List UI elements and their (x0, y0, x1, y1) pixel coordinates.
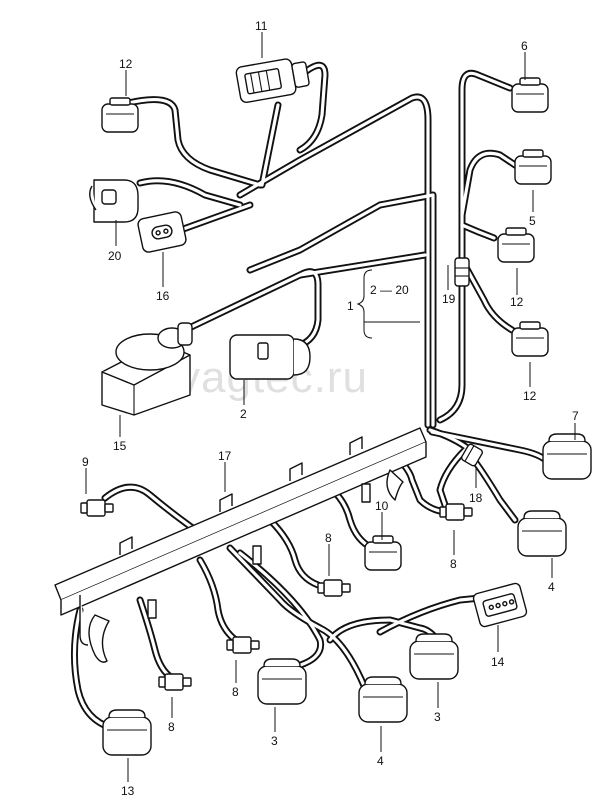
connector-16[interactable] (137, 211, 187, 253)
connector-2[interactable] (229, 334, 311, 380)
connector-7[interactable] (542, 433, 592, 480)
callout-5: 5 (529, 214, 536, 228)
callout-12-top: 12 (119, 57, 133, 71)
callout-4-bottom: 4 (377, 754, 384, 768)
connector-3-left[interactable] (257, 658, 307, 705)
connector-20[interactable] (89, 179, 139, 223)
grommet-18[interactable] (460, 443, 484, 467)
callout-3-left: 3 (271, 734, 278, 748)
connector-8-mid[interactable] (317, 579, 351, 597)
callout-12-right-top: 12 (510, 295, 524, 309)
connector-5[interactable] (514, 149, 552, 185)
connector-9[interactable] (80, 499, 114, 517)
callout-9: 9 (82, 455, 89, 469)
callout-11: 11 (255, 19, 268, 33)
connector-12-right-top[interactable] (497, 227, 535, 263)
callout-15: 15 (113, 439, 127, 453)
callout-13: 13 (121, 784, 135, 798)
connector-8-right[interactable] (439, 503, 473, 521)
connector-8-lower-left[interactable] (158, 673, 192, 691)
connector-13[interactable] (102, 709, 152, 756)
connector-8-lower-mid[interactable] (226, 636, 260, 654)
connector-4-right[interactable] (517, 510, 567, 557)
grommet-19[interactable] (454, 257, 470, 287)
connector-11[interactable] (235, 56, 310, 104)
callout-20: 20 (108, 249, 122, 263)
connector-12-right-bottom[interactable] (511, 321, 549, 357)
connector-3-right[interactable] (409, 633, 459, 680)
callout-2: 2 (240, 407, 247, 421)
connector-6[interactable] (511, 77, 549, 113)
callout-2-20: 2 — 20 (370, 283, 409, 297)
callout-8-mid: 8 (325, 531, 332, 545)
callout-4-right: 4 (548, 580, 555, 594)
relay-15[interactable] (101, 322, 193, 416)
callout-12-right-bottom: 12 (523, 389, 537, 403)
callout-8-right: 8 (450, 557, 457, 571)
connector-4-bottom[interactable] (358, 676, 408, 723)
callout-3-right: 3 (434, 710, 441, 724)
callout-8-lower-left: 8 (168, 720, 175, 734)
callout-labels: 11 12 6 5 20 16 1 2 — 20 12 19 12 15 2 7… (82, 19, 579, 798)
callout-14: 14 (491, 655, 505, 669)
callout-17: 17 (218, 449, 232, 463)
connector-14[interactable] (472, 582, 528, 628)
callout-10: 10 (375, 499, 389, 513)
callout-19: 19 (442, 292, 456, 306)
callout-6: 6 (521, 39, 528, 53)
callout-8-lower-mid: 8 (232, 685, 239, 699)
harness-rail-bracket (54, 427, 427, 663)
connector-10[interactable] (364, 535, 402, 571)
callout-1: 1 (347, 299, 354, 313)
callout-16: 16 (156, 289, 170, 303)
callout-18: 18 (469, 491, 483, 505)
callout-7: 7 (572, 409, 579, 423)
callout-leaders (85, 32, 576, 782)
